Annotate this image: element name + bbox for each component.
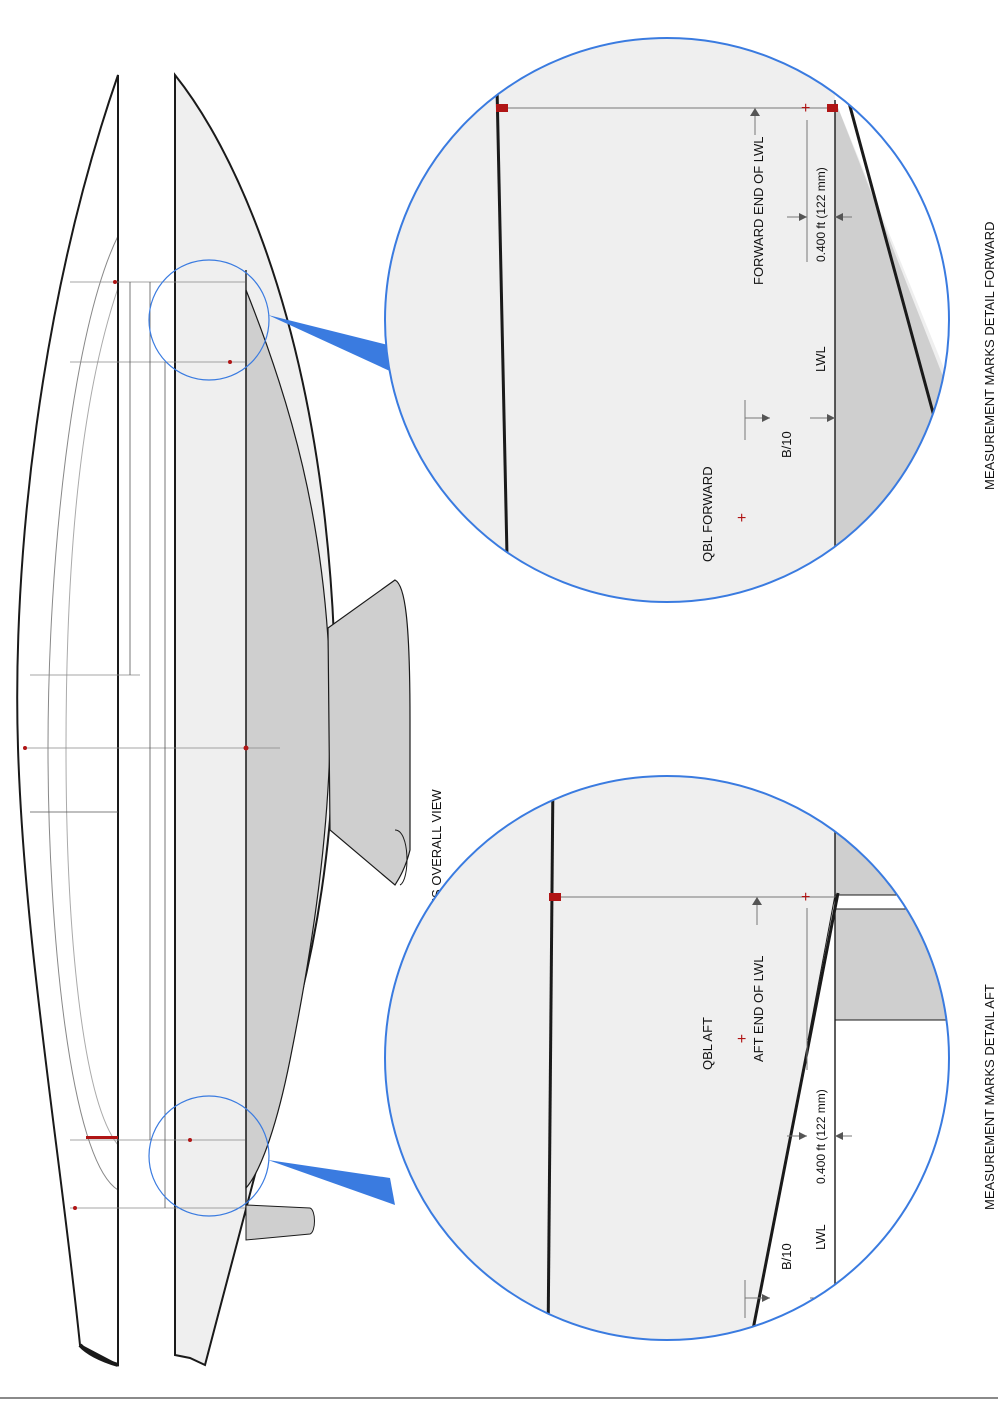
- overall-red-marks: [23, 280, 249, 1210]
- rudder: [245, 1204, 315, 1241]
- fwd-mark-cross: +: [801, 100, 810, 117]
- title-detail-aft: MEASUREMENT MARKS DETAIL AFT: [982, 984, 997, 1210]
- aft-offset-label: 0.400 ft (122 mm): [814, 1089, 828, 1184]
- aft-qbl-label: QBL AFT: [700, 1017, 715, 1070]
- fwd-lwl-label: LWL: [813, 346, 828, 372]
- aft-mark-cross: +: [801, 889, 810, 906]
- fwd-mark-sheer: [496, 104, 508, 112]
- aft-sheer-line: [546, 776, 555, 1340]
- underwater-body: [245, 289, 331, 1190]
- aft-hull-line: [748, 892, 840, 1340]
- aft-detail: + + AFT END OF LWL 0.400 ft (122 mm) LWL…: [384, 775, 997, 1341]
- callout-forward-small: [148, 259, 270, 381]
- deck-plan-stern: [78, 1343, 119, 1367]
- forward-detail: + + FORWARD END OF LWL 0.400 ft (122 mm)…: [384, 37, 997, 603]
- fwd-offset-label: 0.400 ft (122 mm): [814, 167, 828, 262]
- dimension-lines: [30, 282, 166, 1208]
- leader-aft: [268, 1160, 395, 1205]
- title-detail-forward: MEASUREMENT MARKS DETAIL FORWARD: [982, 222, 997, 490]
- aft-mark-sheer: [549, 893, 561, 901]
- callout-aft-small: [148, 1095, 270, 1217]
- fwd-qbl-label: QBL FORWARD: [700, 466, 715, 562]
- fwd-b10-label: B/10: [779, 431, 794, 458]
- aft-b10-label: B/10: [779, 1243, 794, 1270]
- aft-qbl-cross: +: [737, 1031, 746, 1048]
- keel-fin: [327, 579, 411, 886]
- aft-lwl-label: LWL: [813, 1224, 828, 1250]
- station-lines: [25, 281, 280, 1209]
- fwd-end-label: FORWARD END OF LWL: [751, 136, 766, 285]
- aft-skeg-line: [807, 894, 836, 1041]
- fwd-mark-lwl: [827, 104, 838, 112]
- keel-bulb: [394, 829, 408, 886]
- callout-aft-large: [384, 775, 950, 1341]
- leader-forward: [268, 315, 392, 372]
- overall-view: MEASUREMENT MARKS OVERALL VIEW: [16, 72, 444, 1367]
- callout-forward-large: [384, 37, 950, 603]
- aft-end-label: AFT END OF LWL: [751, 956, 766, 1062]
- fwd-sheer-line: [494, 39, 510, 602]
- fwd-qbl-cross: +: [737, 510, 746, 527]
- deck-plan-outline: [16, 74, 119, 1367]
